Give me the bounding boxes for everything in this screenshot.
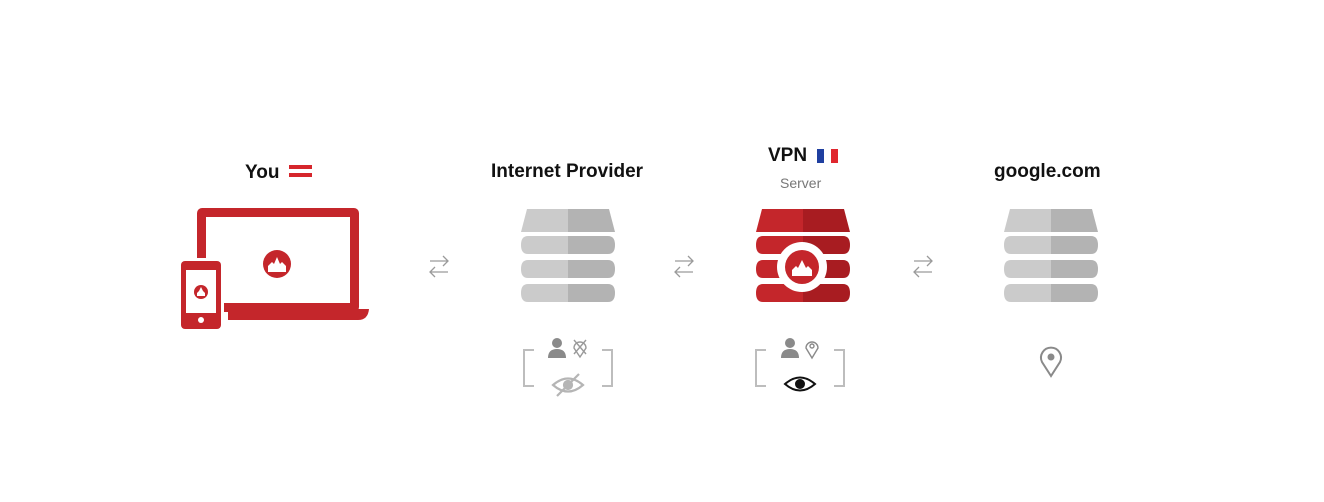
user-icon	[781, 338, 799, 358]
server-icon	[521, 209, 615, 302]
vpn-server-sublabel: Server	[780, 175, 822, 191]
eye-icon	[783, 376, 817, 392]
isp-visibility-bracket	[523, 349, 613, 387]
server-icon	[1004, 209, 1098, 302]
connection-vpn-site	[869, 241, 984, 292]
bidirectional-arrows-icon	[913, 255, 933, 278]
bidirectional-arrows-icon	[429, 255, 449, 278]
you-label: You	[245, 162, 280, 183]
google-label: google.com	[994, 161, 1101, 182]
vpn-label: VPN	[768, 145, 808, 166]
vpn-server-icon	[756, 209, 850, 302]
france-flag-icon	[817, 149, 838, 163]
internet-provider-label: Internet Provider	[491, 161, 644, 182]
user-icon	[548, 338, 566, 358]
eye-slash-icon	[551, 373, 585, 397]
location-blocked-icon	[573, 339, 587, 359]
vpn-visibility-bracket	[755, 349, 845, 387]
connection-isp-vpn	[634, 241, 736, 292]
location-pin-icon	[805, 341, 819, 360]
brand-logo-icon	[263, 250, 291, 278]
location-pin-icon	[1040, 346, 1062, 378]
bidirectional-arrows-icon	[674, 255, 694, 278]
austria-flag-icon	[289, 165, 312, 181]
phone-icon	[178, 258, 224, 332]
connection-you-isp	[388, 241, 496, 292]
